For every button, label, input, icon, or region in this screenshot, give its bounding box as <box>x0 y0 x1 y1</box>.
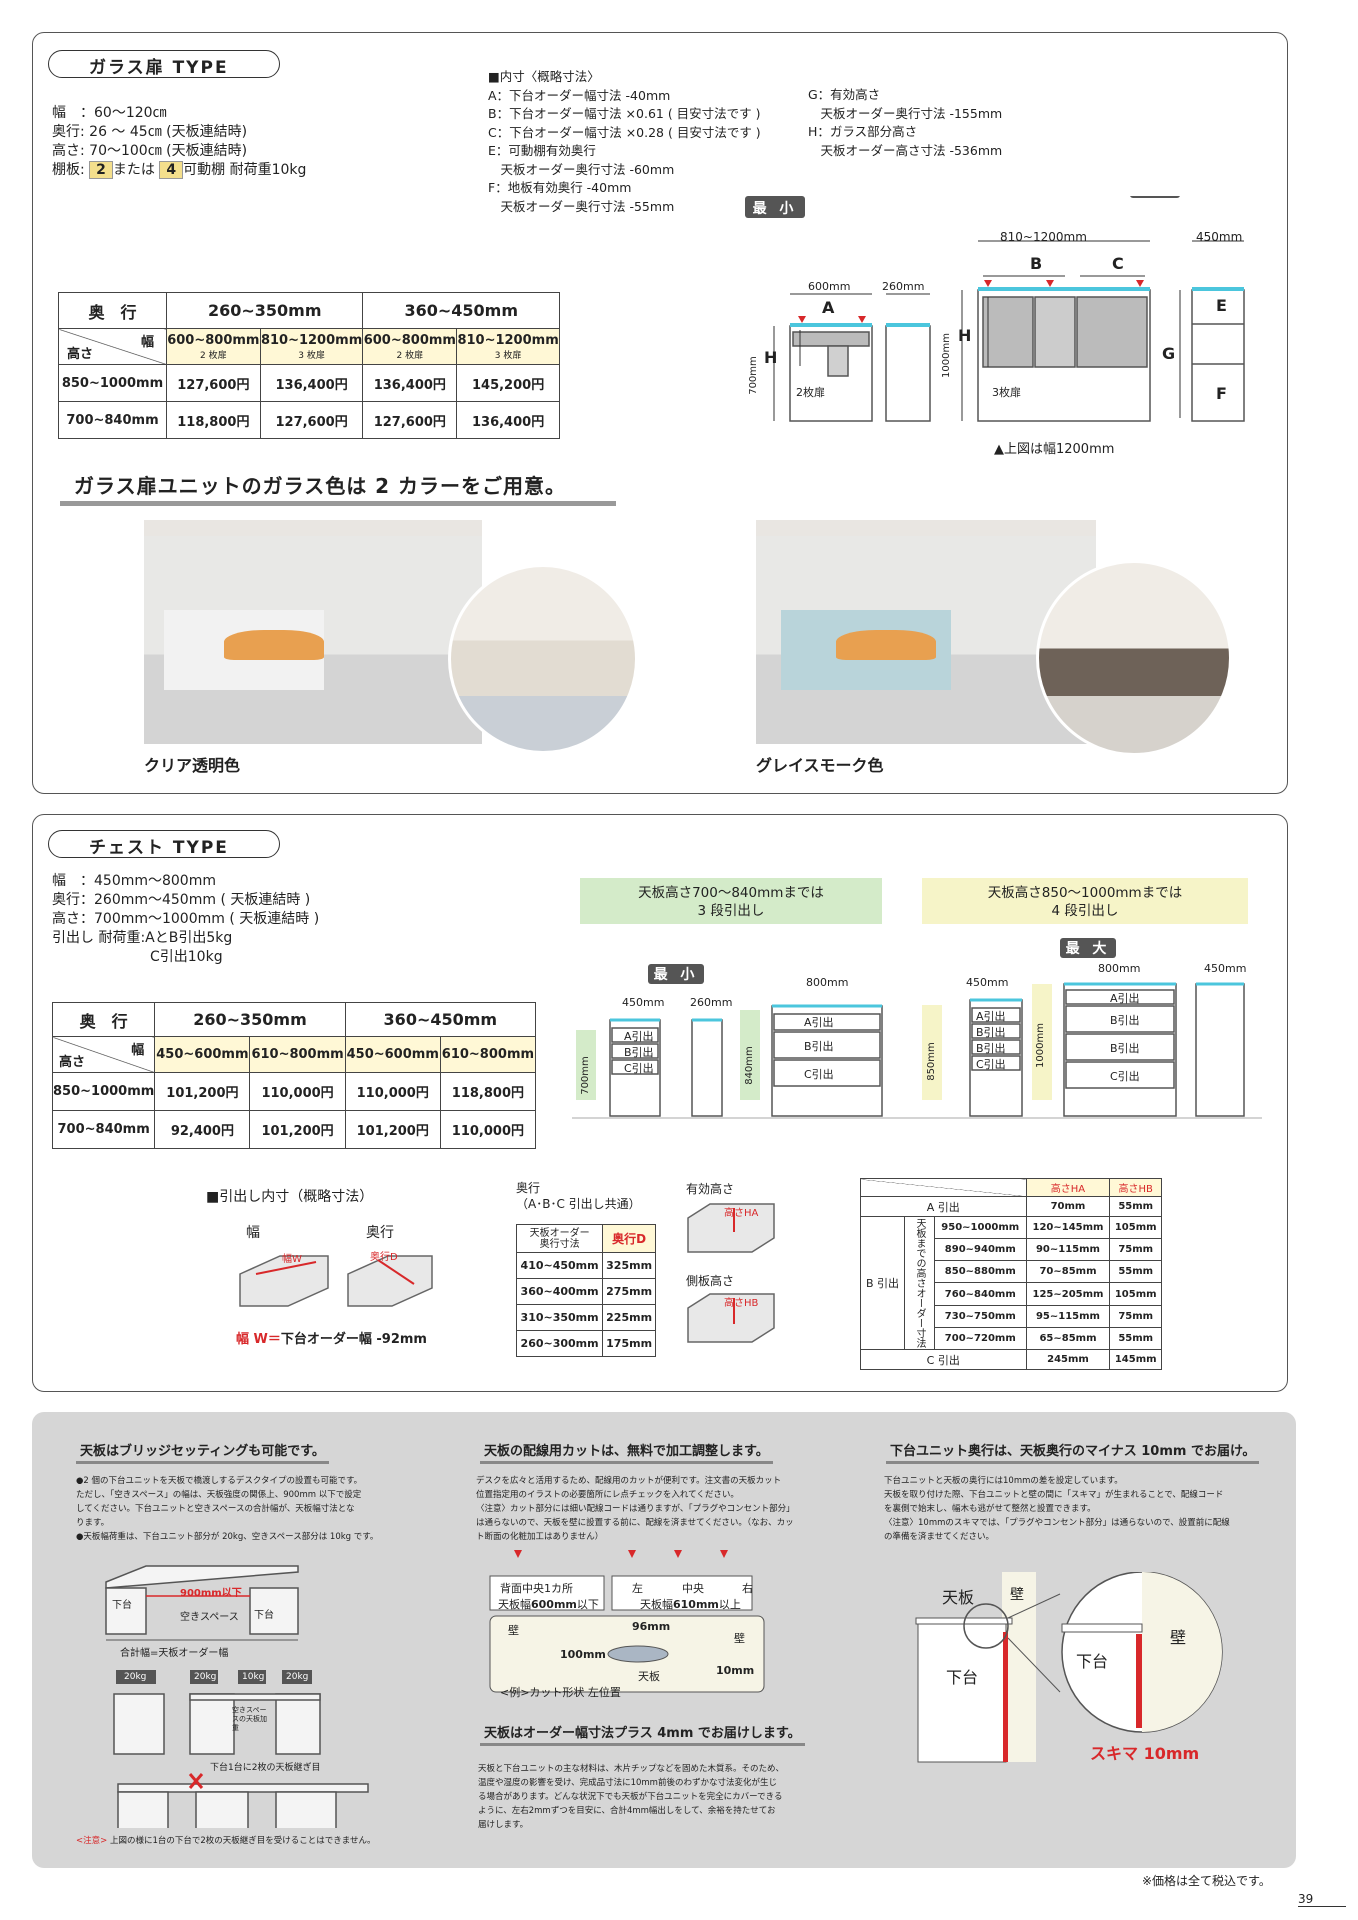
plus4-heading: 天板はオーダー幅寸法プラス 4mm でお届けします。 <box>480 1722 805 1746</box>
drawer-height-illustration <box>687 1203 775 1343</box>
table-row: 850~1000mm 127,600円 136,400円 136,400円 14… <box>58 364 560 402</box>
chest-max-tag: 最 大 <box>1060 938 1116 958</box>
glass-color-headline: ガラス扉ユニットのガラス色は 2 カラーをご用意。 <box>60 470 616 506</box>
glass-smoke-room-photo <box>1036 560 1232 756</box>
spec-depth: 奥行: 26 ～ 45㎝ (天板連結時) <box>52 124 248 140</box>
bridge-text: ●2 個の下台ユニットを天板で橋渡しするデスクタイプの設置も可能です。ただし、「… <box>76 1476 379 1542</box>
drawer-inner-title: ■引出し内寸（概略寸法） <box>206 1189 374 1205</box>
minus10-heading: 下台ユニット奥行は、天板奥行のマイナス 10mm でお届け。 <box>886 1440 1260 1464</box>
depth-group-1: 260~350mm <box>165 292 364 329</box>
bridge-caution: <注意> 上図の様に1台の下台で2枚の天板継ぎ目を受けることはできません。 <box>76 1836 376 1846</box>
drawer-illustration <box>239 1255 433 1307</box>
glass-spec: 幅 ：60～120㎝ 奥行: 26 ～ 45㎝ (天板連結時) 高さ: 70～1… <box>52 104 306 180</box>
tax-note: ※価格は全て税込です。 <box>1142 1874 1271 1888</box>
glass-inner-dims-right: G：有効高さ 天板オーダー奥行寸法 -155mm H：ガラス部分高さ 天板オーダ… <box>808 87 1003 158</box>
chest-spec: 幅 ：450mm～800mm 奥行：260mm～450mm ( 天板連結時 ) … <box>52 873 320 965</box>
gap-diagram <box>915 1572 1223 1763</box>
glass-clear-room-photo <box>448 564 638 754</box>
plus4-text: 天板と下台ユニットの主な材料は、木片チップなどを固めた木質系。そのため、温度や湿… <box>478 1764 785 1830</box>
table-row: 700~840mm 92,400円 101,200円 101,200円 110,… <box>51 1110 537 1149</box>
table-row: 850~1000mm 101,200円 110,000円 110,000円 11… <box>51 1072 537 1111</box>
depth-label: 奥 行 <box>58 292 167 329</box>
cut-text: デスクを広々と活用するため、配線用のカットが便利です。注文書の天板カット位置指定… <box>476 1476 794 1542</box>
chest-min-tag: 最 小 <box>648 964 704 984</box>
glass-diagram-note: ▲上図は幅1200mm <box>994 442 1115 457</box>
chest-price-table: 奥 行 260~350mm 360~450mm 幅 高さ 450~600mm 6… <box>51 1002 537 1149</box>
glass-dimension-diagram <box>745 196 1245 422</box>
table-row: 700~840mm 118,800円 127,600円 127,600円 136… <box>58 401 560 439</box>
glass-min-tag <box>745 196 805 218</box>
glass-max-label: 最 大 <box>1132 181 1178 197</box>
glass-type-title: ガラス扉 TYPE <box>48 50 280 78</box>
bridge-heading: 天板はブリッジセッティングも可能です。 <box>76 1440 329 1464</box>
glass-max-tag <box>1130 196 1180 198</box>
depth-table-title: 奥行（A･B･C 引出し共通） <box>516 1181 641 1211</box>
color-clear-label: クリア透明色 <box>144 756 241 775</box>
spec-width: 幅 ：60～120㎝ <box>52 105 167 121</box>
glass-min-label: 最 小 <box>752 201 798 217</box>
shelf-badge-4: 4 <box>159 161 184 179</box>
bridge-diagram <box>105 1565 369 1828</box>
glass-inner-dims: ■内寸〈概略寸法〉 A：下台オーダー幅寸法 -40mm B：下台オーダー幅寸法 … <box>488 69 761 214</box>
chest-type-title: チェスト TYPE <box>48 830 280 858</box>
page-number: 39 <box>1298 1892 1346 1907</box>
width-height-corner: 幅 高さ <box>58 328 167 365</box>
glass-clear-photo <box>144 520 482 744</box>
color-smoke-label: グレイスモーク色 <box>756 756 884 775</box>
chest-dimension-diagram <box>572 982 1262 1119</box>
drawer-width-formula: 幅 W＝下台オーダー幅 -92mm <box>236 1332 427 1347</box>
depth-group-2: 360~450mm <box>362 292 560 329</box>
cut-diagram <box>489 1550 765 1693</box>
gap-label: スキマ 10mm <box>1090 1744 1200 1763</box>
spec-height: 高さ: 70～100㎝ (天板連結時) <box>52 143 248 159</box>
cut-heading: 天板の配線用カットは、無料で加工調整します。 <box>480 1440 773 1464</box>
minus10-text: 下台ユニットと天板の奥行には10mmの差を設定しています。天板を取り付けた際、下… <box>884 1476 1230 1542</box>
shelf-badge-2: 2 <box>89 161 113 179</box>
